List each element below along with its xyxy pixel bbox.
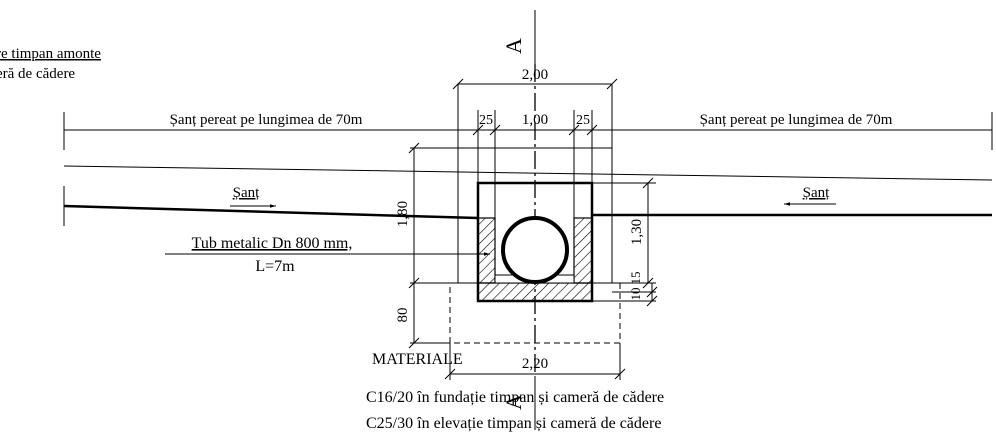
dim-floor-small bbox=[646, 283, 658, 307]
section-mark-bottom: A bbox=[501, 394, 526, 410]
foundation-outline bbox=[410, 282, 621, 344]
dim-width-top bbox=[452, 78, 618, 90]
note-line-1: re timpan amonte bbox=[0, 46, 101, 62]
dim-foundation-label: 80 bbox=[395, 308, 411, 323]
dim-width-bottom bbox=[444, 343, 626, 380]
length-dimension-line bbox=[63, 112, 993, 150]
sant-right-label: Șanț bbox=[803, 185, 831, 201]
materials-line-1: C16/20 în fundație timpan și cameră de c… bbox=[366, 389, 664, 406]
dim-height-left-label: 1,80 bbox=[395, 201, 411, 227]
dim-left-25: 25 bbox=[479, 113, 493, 128]
dim-width-bottom-label: 2,20 bbox=[522, 356, 548, 372]
dim-foundation bbox=[408, 283, 420, 349]
dim-right-25: 25 bbox=[576, 113, 590, 128]
materials-line-2: C25/30 în elevație timpan și cameră de c… bbox=[366, 415, 661, 432]
tube-label-line-2: L=7m bbox=[255, 258, 295, 275]
note-line-2: eră de cădere bbox=[0, 66, 75, 82]
dim-side-10: 10 bbox=[628, 288, 643, 301]
terrain-lines bbox=[63, 165, 993, 226]
section-mark-top: A bbox=[501, 38, 526, 54]
dim-middle-100: 1,00 bbox=[522, 112, 548, 128]
materials-heading: MATERIALE bbox=[372, 351, 463, 368]
metal-pipe bbox=[501, 216, 569, 284]
sant-pereat-left-label: Șanț pereat pe lungimea de 70m bbox=[170, 112, 363, 128]
tube-label-line-1: Tub metalic Dn 800 mm, bbox=[192, 235, 353, 252]
sant-left-label: Șanț bbox=[233, 185, 261, 201]
dim-chain-top bbox=[472, 110, 598, 183]
dim-height-right-label: 1,30 bbox=[629, 219, 645, 245]
dim-side-15: 15 bbox=[628, 272, 643, 285]
dim-height-right bbox=[642, 177, 654, 289]
dim-width-top-label: 2,00 bbox=[522, 67, 548, 83]
sant-pereat-right-label: Șanț pereat pe lungimea de 70m bbox=[700, 112, 893, 128]
